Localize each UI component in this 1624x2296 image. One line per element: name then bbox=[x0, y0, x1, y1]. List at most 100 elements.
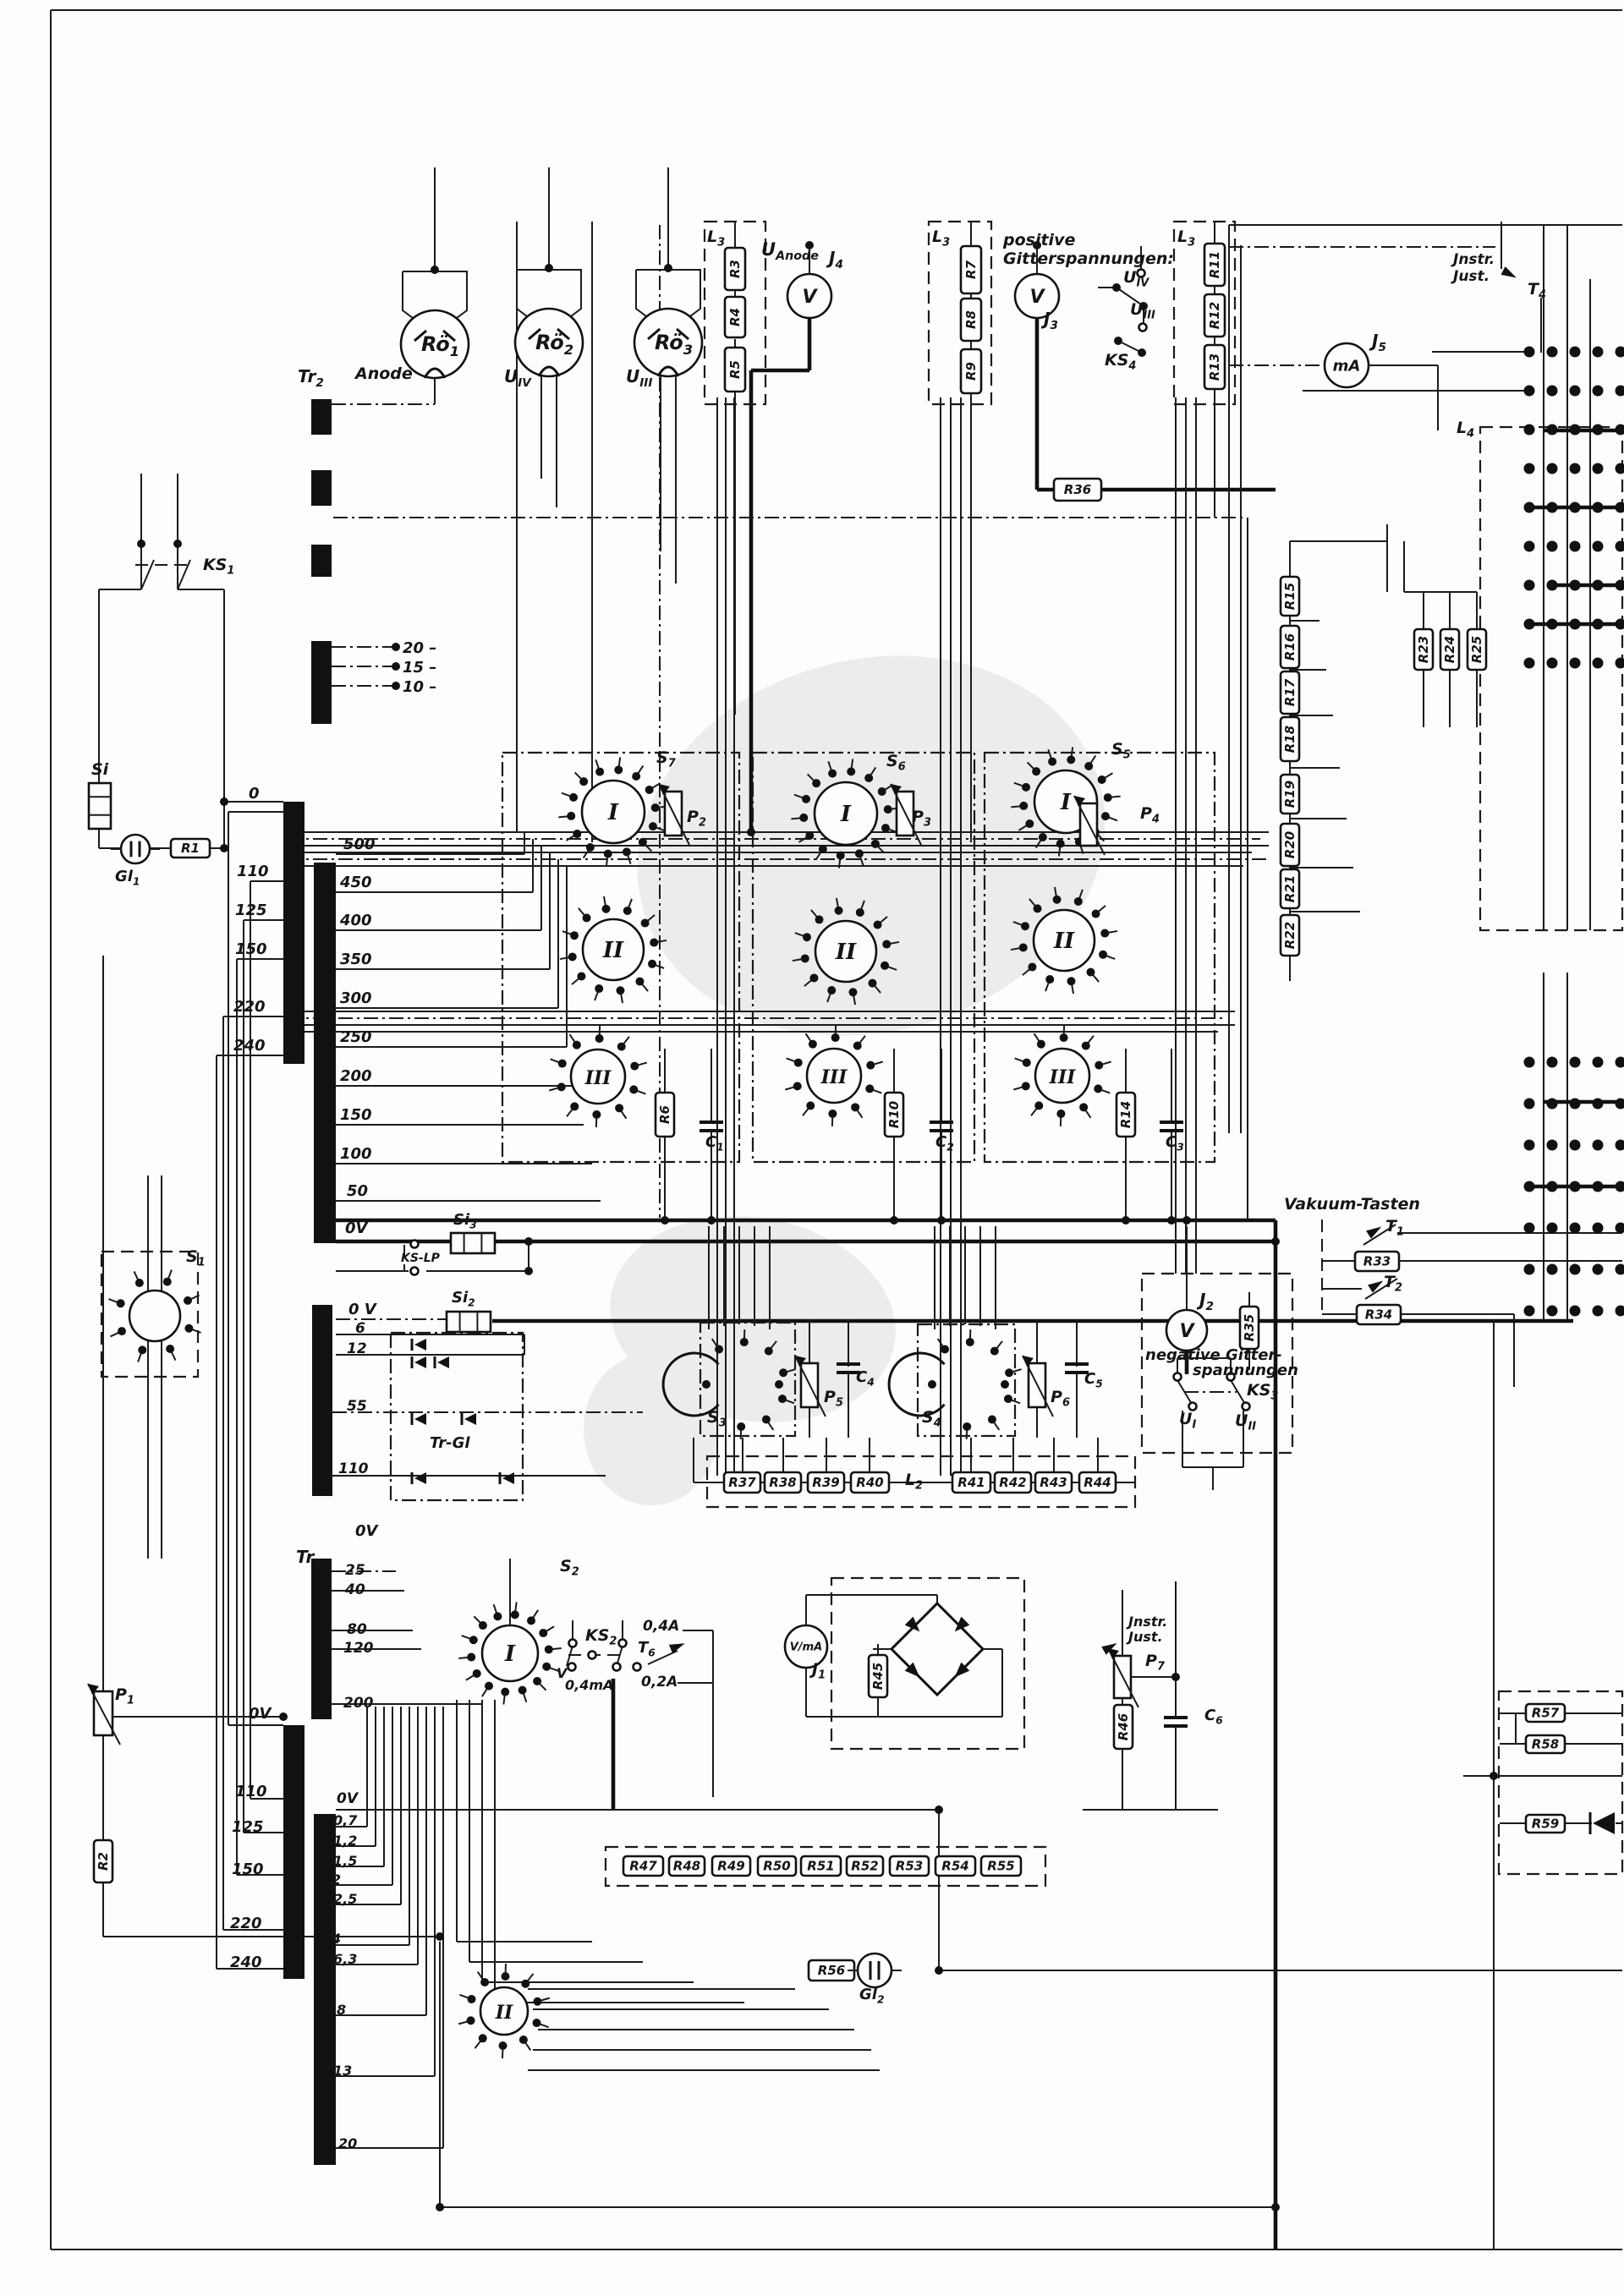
capacitor-C5 bbox=[1065, 1343, 1089, 1394]
label-55: 55 bbox=[347, 1398, 367, 1415]
contact-dot bbox=[650, 803, 660, 813]
junction-dot bbox=[935, 1966, 943, 1975]
meter-J2 bbox=[1165, 1308, 1209, 1352]
group-outline bbox=[1140, 1272, 1294, 1455]
contact-dot bbox=[1038, 832, 1047, 841]
rotary-ring bbox=[480, 1624, 540, 1683]
label-1,5: 1,5 bbox=[333, 1853, 357, 1869]
resistor-body bbox=[1203, 242, 1226, 288]
contact-dot bbox=[881, 824, 890, 833]
switch-contact bbox=[409, 1266, 420, 1276]
resistor-label: R39 bbox=[812, 1475, 839, 1490]
label-0,4ma: 0,4mA bbox=[565, 1677, 613, 1693]
contact-dot bbox=[467, 1652, 476, 1662]
contact-stub bbox=[1096, 833, 1106, 842]
diode-triangle bbox=[414, 1339, 426, 1351]
resistor-R16 bbox=[1279, 624, 1301, 670]
resistor-label: R10 bbox=[886, 1101, 902, 1128]
contact-stub bbox=[804, 979, 813, 987]
contact-stub bbox=[559, 956, 569, 961]
rotary-ring bbox=[1032, 908, 1096, 973]
resistor-R12 bbox=[1203, 293, 1226, 338]
resistor-R58 bbox=[1524, 1734, 1566, 1755]
label-ks3: KS3 bbox=[1247, 1381, 1278, 1403]
resistor-R17 bbox=[1279, 670, 1301, 715]
label-240: 240 bbox=[233, 1037, 266, 1055]
rotary-ring bbox=[887, 1351, 946, 1417]
tube-symbol-Rö2 bbox=[513, 269, 584, 378]
lamp-Gl1 bbox=[111, 833, 160, 865]
resistor-label: R51 bbox=[807, 1859, 834, 1874]
contact-dot bbox=[118, 1327, 127, 1336]
label-spannungen: spannungen bbox=[1193, 1362, 1298, 1379]
meter-unit: V bbox=[802, 287, 818, 308]
contact-stub bbox=[1084, 1110, 1092, 1119]
contact-stub bbox=[646, 914, 656, 922]
label-40: 40 bbox=[344, 1581, 365, 1598]
contact-dot bbox=[881, 961, 890, 970]
resistor-body bbox=[723, 346, 747, 393]
resistor-label: R13 bbox=[1207, 353, 1222, 381]
transformer-winding-bar bbox=[314, 1814, 336, 2165]
resistor-R19 bbox=[1279, 773, 1301, 815]
label-2: 2 bbox=[332, 1871, 341, 1888]
socket-junction-dot bbox=[1569, 579, 1581, 591]
contact-dot bbox=[568, 952, 577, 962]
resistor-label: R9 bbox=[963, 362, 979, 381]
contact-dot bbox=[567, 811, 576, 820]
label-gl2: Gl2 bbox=[859, 1986, 884, 2005]
switch-contact bbox=[568, 1638, 578, 1648]
contact-stub bbox=[1104, 772, 1114, 779]
socket-junction-dot bbox=[1592, 1056, 1604, 1068]
contact-dot bbox=[629, 1085, 639, 1094]
contact-stub bbox=[108, 1298, 118, 1303]
resistor-label: R46 bbox=[1116, 1713, 1131, 1740]
pot-arrow bbox=[795, 1356, 806, 1367]
contact-dot bbox=[1099, 950, 1108, 959]
contact-dot bbox=[1100, 929, 1110, 938]
diode-symbol bbox=[433, 1356, 449, 1368]
contact-stub bbox=[1012, 1368, 1022, 1373]
resistor-R25 bbox=[1466, 627, 1488, 671]
wiper-dot bbox=[775, 1380, 783, 1389]
contact-stub bbox=[628, 898, 633, 908]
resistor-R43 bbox=[1034, 1471, 1073, 1494]
junction-dot bbox=[524, 1237, 533, 1246]
label-j2: J2 bbox=[1196, 1290, 1214, 1313]
label-220: 220 bbox=[233, 998, 266, 1016]
tube-base-notch bbox=[423, 367, 447, 379]
contact-stub bbox=[524, 2041, 532, 2052]
contact-dot bbox=[812, 779, 821, 788]
label-gl1: Gl1 bbox=[115, 868, 140, 887]
contact-dot bbox=[1091, 909, 1100, 918]
bridge-diode bbox=[904, 1662, 920, 1678]
contact-dot bbox=[542, 1662, 551, 1671]
socket-junction-dot bbox=[1569, 1139, 1581, 1151]
label-6: 6 bbox=[355, 1320, 365, 1337]
label-v: V bbox=[557, 1665, 568, 1681]
contact-stub bbox=[1089, 754, 1097, 764]
contact-dot bbox=[864, 774, 874, 783]
socket-junction-dot bbox=[1523, 1305, 1535, 1317]
junction-dot bbox=[937, 1216, 946, 1225]
electrode bbox=[528, 327, 541, 341]
contact-dot bbox=[623, 906, 632, 915]
contact-dot bbox=[802, 933, 811, 942]
label-ks4: KS4 bbox=[1105, 351, 1136, 373]
resistor-R35 bbox=[1238, 1305, 1260, 1351]
contact-dot bbox=[615, 1104, 624, 1113]
capacitor-C6 bbox=[1164, 1696, 1188, 1747]
contact-stub bbox=[641, 983, 649, 992]
switch-contact bbox=[632, 1662, 642, 1672]
resistor-label: R18 bbox=[1282, 726, 1298, 753]
contact-stub bbox=[565, 835, 575, 841]
contact-dot bbox=[834, 906, 843, 915]
contact-stub bbox=[594, 991, 599, 1001]
potentiometer-P5 bbox=[794, 1355, 826, 1417]
switch-contact bbox=[617, 1638, 628, 1648]
rotary-switch-S-11 bbox=[108, 1269, 201, 1362]
contact-dot bbox=[518, 1685, 527, 1695]
transformer-winding-bar bbox=[311, 399, 332, 435]
resistor-body bbox=[845, 1855, 885, 1877]
resistor-body bbox=[169, 837, 211, 859]
